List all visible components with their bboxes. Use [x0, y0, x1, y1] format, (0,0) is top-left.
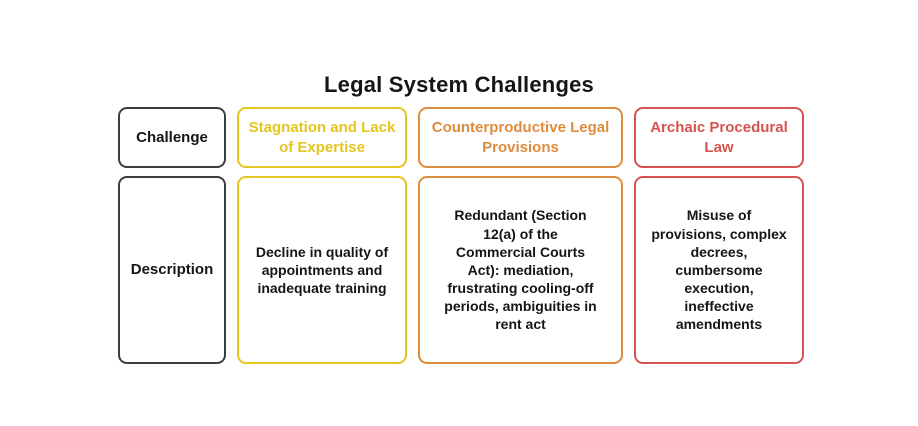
diagram-title: Legal System Challenges — [324, 72, 594, 97]
challenge-header-stagnation-label: Stagnation and Lack of Expertise — [248, 119, 396, 156]
challenge-header-archaic: Archaic Procedural Law — [634, 107, 804, 168]
challenge-header-counterproductive: Counterproductive Legal Provisions — [418, 107, 623, 168]
description-cell-counterproductive-text: Redundant (Section 12(a) of the Commerci… — [444, 207, 597, 333]
description-cell-archaic-text: Misuse of provisions, complex decrees, c… — [651, 207, 787, 333]
description-cell-counterproductive: Redundant (Section 12(a) of the Commerci… — [418, 176, 623, 364]
description-cell-stagnation: Decline in quality of appointments and i… — [237, 176, 407, 364]
row-header-description-label: Description — [130, 261, 214, 279]
description-cell-stagnation-text: Decline in quality of appointments and i… — [255, 243, 389, 297]
row-header-challenge-label: Challenge — [136, 128, 208, 146]
row-header-description: Description — [118, 176, 226, 364]
challenge-header-stagnation: Stagnation and Lack of Expertise — [237, 107, 407, 168]
description-cell-archaic: Misuse of provisions, complex decrees, c… — [634, 176, 804, 364]
challenge-table: Challenge Stagnation and Lack of Experti… — [118, 107, 804, 364]
challenge-header-counterproductive-label: Counterproductive Legal Provisions — [431, 119, 610, 156]
row-header-challenge: Challenge — [118, 107, 226, 168]
challenge-header-archaic-label: Archaic Procedural Law — [650, 119, 788, 156]
